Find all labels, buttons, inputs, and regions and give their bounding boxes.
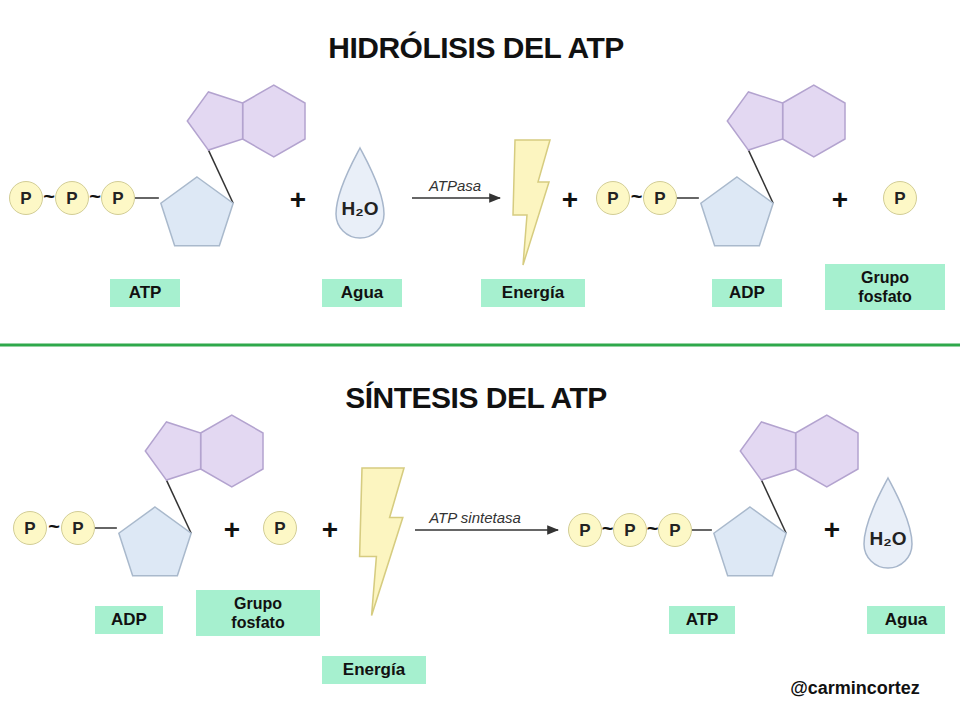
phosphate-bond bbox=[692, 529, 712, 531]
energy-bolt bbox=[360, 468, 404, 616]
box-label: Grupo fosfato bbox=[835, 268, 935, 306]
water-formula: H₂O bbox=[332, 198, 388, 220]
plus-sign: + bbox=[562, 184, 578, 216]
phosphate-symbol: P bbox=[654, 190, 665, 207]
ribose-pentagon bbox=[119, 507, 191, 576]
phosphate-circle: P bbox=[596, 181, 630, 215]
box-label: Agua bbox=[885, 610, 928, 630]
energy-bond: ~ bbox=[647, 517, 659, 540]
label-box: ADP bbox=[712, 279, 782, 307]
ribose-pentagon bbox=[714, 507, 786, 576]
adenine-hexagon bbox=[201, 415, 263, 487]
label-box: Grupo fosfato bbox=[196, 590, 320, 636]
section-title: HIDRÓLISIS DEL ATP bbox=[328, 31, 623, 65]
phosphate-symbol: P bbox=[112, 190, 123, 207]
phosphate-circle: P bbox=[568, 513, 602, 547]
adenine-hexagon bbox=[243, 85, 305, 157]
label-box: Agua bbox=[867, 606, 945, 634]
label-box: ADP bbox=[95, 606, 163, 634]
phosphate-circle: P bbox=[263, 511, 297, 545]
energy-bond: ~ bbox=[48, 515, 60, 538]
drop-shape bbox=[864, 478, 912, 568]
phosphate-symbol: P bbox=[274, 520, 285, 537]
phosphate-symbol: P bbox=[579, 522, 590, 539]
enzyme-name: ATPasa bbox=[429, 177, 481, 194]
label-box: Energía bbox=[481, 279, 585, 307]
label-box: Agua bbox=[322, 279, 402, 307]
adenine-hexagon bbox=[783, 85, 845, 157]
phosphate-circle: P bbox=[55, 181, 89, 215]
phosphate-symbol: P bbox=[20, 190, 31, 207]
plus-sign: + bbox=[322, 514, 338, 546]
water-formula: H₂O bbox=[860, 528, 916, 550]
energy-bond: ~ bbox=[89, 185, 101, 208]
energy-bond: ~ bbox=[602, 517, 614, 540]
label-box: Energía bbox=[322, 656, 426, 684]
box-label: ADP bbox=[111, 610, 147, 630]
plus-sign: + bbox=[224, 514, 240, 546]
adenine-pentagon bbox=[145, 422, 200, 480]
phosphate-symbol: P bbox=[24, 520, 35, 537]
plus-sign: + bbox=[824, 514, 840, 546]
phosphate-bond bbox=[677, 197, 699, 199]
phosphate-circle: P bbox=[101, 181, 135, 215]
label-box: ATP bbox=[669, 606, 735, 634]
phosphate-circle: P bbox=[613, 513, 647, 547]
adenine-pentagon bbox=[187, 92, 242, 150]
water-drop: H₂O bbox=[860, 476, 916, 572]
reaction-arrow bbox=[412, 197, 500, 199]
adenine-pentagon bbox=[740, 422, 795, 480]
phosphate-circle: P bbox=[13, 511, 47, 545]
phosphate-circle: P bbox=[658, 513, 692, 547]
divider-line bbox=[0, 344, 960, 347]
phosphate-bond bbox=[135, 197, 159, 199]
adenine-hexagon bbox=[796, 415, 858, 487]
box-label: Energía bbox=[502, 283, 564, 303]
plus-sign: + bbox=[290, 184, 306, 216]
phosphate-circle: P bbox=[883, 181, 917, 215]
reaction-arrow bbox=[415, 529, 558, 531]
box-label: Grupo fosfato bbox=[206, 594, 310, 632]
label-box: ATP bbox=[110, 279, 180, 307]
phosphate-circle: P bbox=[643, 181, 677, 215]
phosphate-bond bbox=[95, 527, 117, 529]
molecules bbox=[95, 85, 858, 576]
section-title: SÍNTESIS DEL ATP bbox=[345, 381, 607, 415]
author-handle: @carmincortez bbox=[790, 678, 920, 699]
box-label: ATP bbox=[686, 610, 719, 630]
adenine-pentagon bbox=[727, 92, 782, 150]
plus-sign: + bbox=[832, 184, 848, 216]
water-drop: H₂O bbox=[332, 146, 388, 242]
phosphate-symbol: P bbox=[72, 520, 83, 537]
box-label: Energía bbox=[343, 660, 405, 680]
enzyme-name: ATP sintetasa bbox=[429, 509, 521, 526]
ribose-pentagon bbox=[161, 177, 233, 246]
phosphate-circle: P bbox=[61, 511, 95, 545]
phosphate-symbol: P bbox=[894, 190, 905, 207]
energy-bond: ~ bbox=[631, 185, 643, 208]
phosphate-symbol: P bbox=[669, 522, 680, 539]
phosphate-circle: P bbox=[9, 181, 43, 215]
energy-bond: ~ bbox=[43, 185, 55, 208]
drop-outline bbox=[332, 146, 388, 242]
box-label: ADP bbox=[729, 283, 765, 303]
label-box: Grupo fosfato bbox=[825, 264, 945, 310]
energy-bolt bbox=[513, 140, 550, 265]
ribose-pentagon bbox=[701, 177, 773, 246]
box-label: ATP bbox=[129, 283, 162, 303]
phosphate-symbol: P bbox=[624, 522, 635, 539]
phosphate-symbol: P bbox=[607, 190, 618, 207]
box-label: Agua bbox=[341, 283, 384, 303]
drop-outline bbox=[860, 476, 916, 572]
phosphate-symbol: P bbox=[66, 190, 77, 207]
drop-shape bbox=[336, 148, 384, 238]
